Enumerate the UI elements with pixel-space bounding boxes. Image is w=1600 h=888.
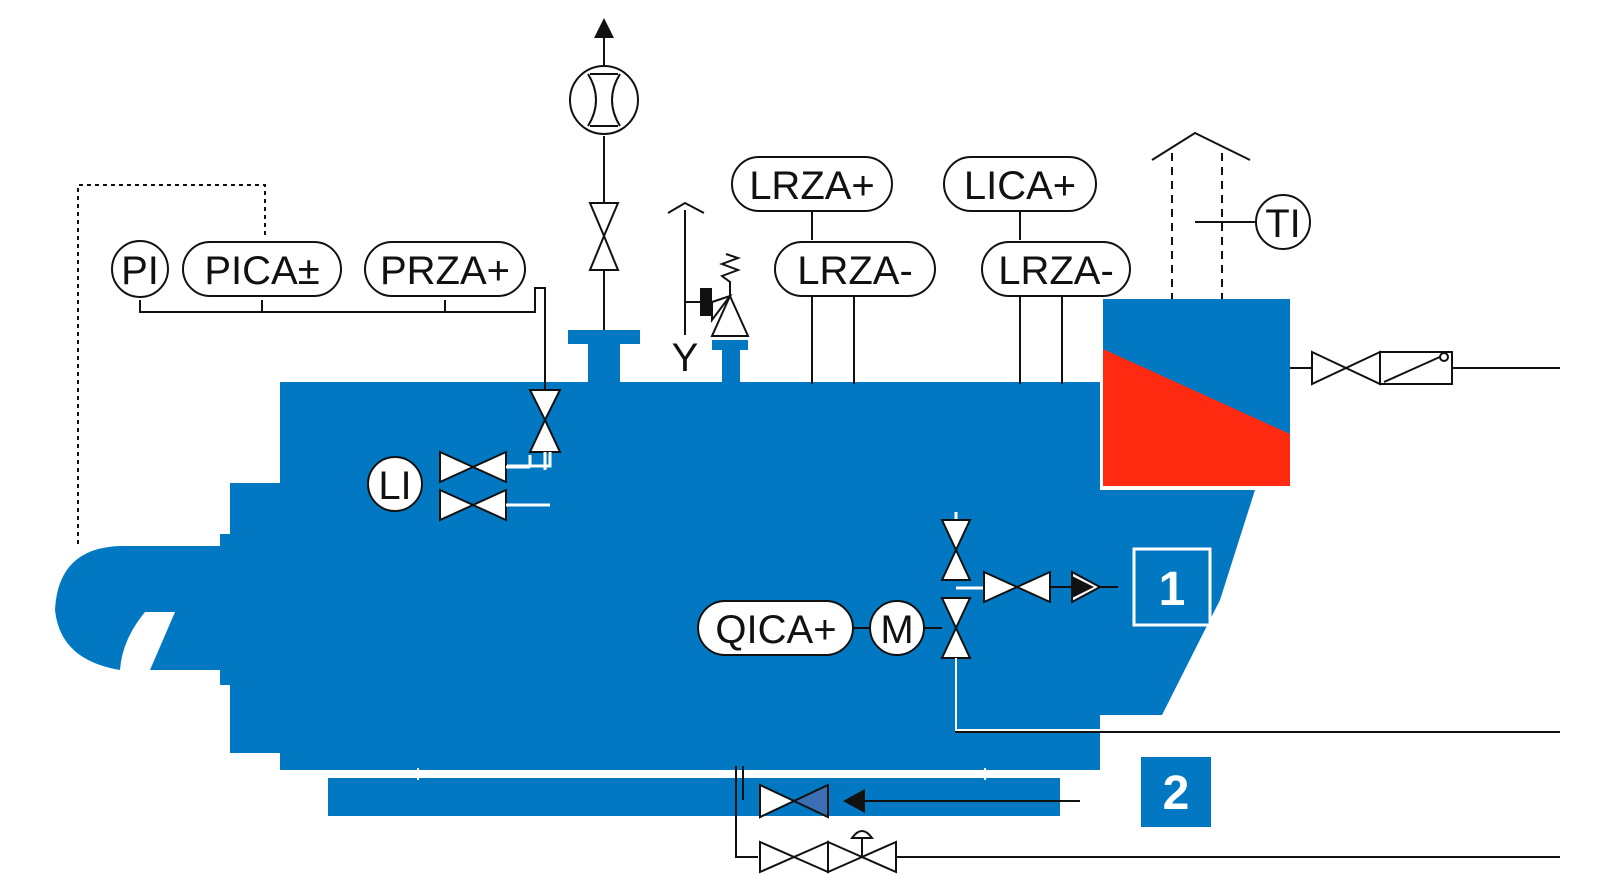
qica-tag[interactable]: QICA+ bbox=[697, 600, 854, 656]
stack bbox=[1151, 131, 1255, 299]
boiler-shell bbox=[280, 382, 1255, 770]
zone-2-marker[interactable]: 2 bbox=[1141, 757, 1211, 827]
lrza-minus-tag-2[interactable]: LRZA- bbox=[981, 241, 1131, 297]
safety-valve-nozzle bbox=[712, 340, 748, 350]
zone-2-label: 2 bbox=[1163, 767, 1190, 820]
pi-label: PI bbox=[121, 249, 159, 293]
motor-tag[interactable]: M bbox=[869, 600, 925, 656]
level-switches-1: LRZA+ LRZA- bbox=[731, 156, 936, 384]
gate-valve-icon[interactable] bbox=[940, 519, 972, 553]
ti-indicator[interactable]: TI bbox=[1255, 194, 1311, 250]
ti-label: TI bbox=[1265, 202, 1301, 246]
burner-housing bbox=[55, 483, 280, 753]
zone-1-label: 1 bbox=[1159, 563, 1186, 616]
pica-label: PICA± bbox=[204, 249, 319, 293]
base-skid bbox=[328, 778, 1060, 816]
check-valve-icon[interactable] bbox=[983, 570, 1020, 604]
li-label: LI bbox=[378, 464, 411, 508]
check-valve-icon bbox=[843, 789, 865, 813]
gate-valve-icon[interactable] bbox=[588, 202, 620, 239]
prza-label: PRZA+ bbox=[380, 249, 510, 293]
prza-tag[interactable]: PRZA+ bbox=[364, 241, 526, 297]
steam-outlet-line bbox=[569, 18, 639, 330]
lica-label: LICA+ bbox=[964, 164, 1076, 208]
actuator-icon bbox=[850, 830, 874, 839]
impulse-line-valve[interactable] bbox=[503, 389, 562, 470]
steam-outlet-nozzle bbox=[568, 330, 640, 344]
safety-valve[interactable]: Y bbox=[667, 201, 750, 380]
lrza-minus-label-1: LRZA- bbox=[797, 249, 913, 293]
zone-1-marker[interactable]: 1 bbox=[1132, 547, 1212, 627]
pressure-instruments: PI PICA± PRZA+ bbox=[77, 184, 562, 544]
lrza-plus-tag[interactable]: LRZA+ bbox=[731, 156, 893, 212]
hot-gas-section bbox=[1103, 349, 1290, 486]
blowdown-assembly: M QICA+ bbox=[697, 512, 1560, 733]
flue-gas-damper[interactable] bbox=[1290, 350, 1560, 386]
lica-tag[interactable]: LICA+ bbox=[943, 156, 1097, 212]
pica-tag[interactable]: PICA± bbox=[182, 241, 342, 297]
safety-valve-icon bbox=[710, 293, 750, 337]
control-valve-icon[interactable] bbox=[940, 597, 972, 631]
level-indicator[interactable]: LI bbox=[367, 450, 550, 522]
economizer bbox=[1103, 299, 1290, 486]
level-switches-2: LICA+ LRZA- bbox=[943, 156, 1131, 384]
lrza-plus-label: LRZA+ bbox=[749, 164, 875, 208]
flow-meter-icon[interactable] bbox=[569, 65, 639, 135]
pi-tag[interactable]: PI bbox=[111, 240, 169, 298]
bottom-lines bbox=[735, 766, 1560, 874]
motor-label: M bbox=[880, 608, 913, 652]
lrza-minus-label-2: LRZA- bbox=[998, 249, 1114, 293]
lrza-minus-tag-1[interactable]: LRZA- bbox=[774, 241, 936, 297]
boiler-vessel bbox=[55, 330, 1255, 816]
y-label: Y bbox=[672, 336, 699, 380]
qica-label: QICA+ bbox=[715, 608, 836, 652]
